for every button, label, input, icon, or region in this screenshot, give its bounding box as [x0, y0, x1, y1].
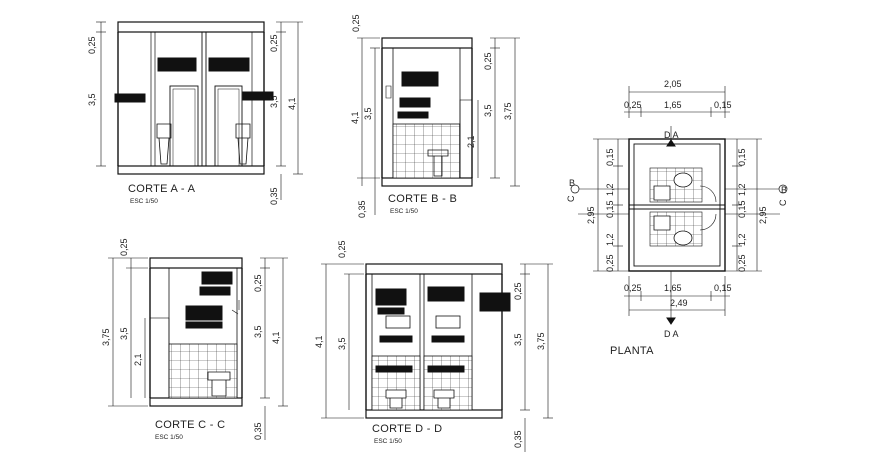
plan-mark-a-top: D A — [664, 130, 679, 140]
section-c-title: CORTE C - C — [155, 419, 225, 431]
plan-dim-top-1: 0,25 — [624, 100, 642, 110]
plan-dim-right-5: 0,25 — [737, 254, 747, 272]
section-b-top-slab — [381, 37, 473, 49]
section-b-dim-left-3: 0,35 — [357, 200, 367, 218]
section-d-dim-left-2: 4,1 — [314, 335, 324, 348]
section-b-dim-right-4: 2,1 — [466, 135, 476, 148]
plan-mark-a-bottom: D A — [664, 329, 679, 339]
plan-dim-left-1: 0,15 — [605, 148, 615, 166]
section-a-floor-slab — [117, 165, 265, 175]
section-c-dim-right-2: 3,5 — [253, 325, 263, 338]
section-c-label-block-2 — [199, 286, 231, 296]
section-b-dim-right-2: 3,5 — [483, 104, 493, 117]
section-c-top-slab — [149, 257, 243, 269]
plan-mark-c-right: C — [778, 199, 788, 206]
plan-dim-left-4: 1,2 — [605, 233, 615, 246]
plan-dim-bottom-3: 0,15 — [714, 283, 732, 293]
plan-dim-right-3: 0,15 — [737, 200, 747, 218]
plan-dim-left-3: 0,15 — [605, 200, 615, 218]
section-b-dim-top: 0,25 — [351, 14, 361, 32]
plan-dim-top-2: 1,65 — [664, 100, 682, 110]
section-d-label-block-3 — [427, 286, 465, 302]
section-c-dim-left-3: 3,5 — [119, 327, 129, 340]
section-d-dim-left-1: 0,25 — [337, 240, 347, 258]
section-a-dim-right-4: 0,35 — [269, 187, 279, 205]
section-b-floor-slab — [381, 177, 473, 187]
section-b-dim-left-1: 4,1 — [350, 111, 360, 124]
section-c-label-block-4 — [185, 321, 223, 329]
plan-dim-right-4: 1,2 — [737, 233, 747, 246]
section-a-dim-right-1: 0,25 — [269, 34, 279, 52]
section-a-top-slab — [117, 21, 265, 33]
plan-dim-left-2: 1,2 — [605, 183, 615, 196]
section-b-wall-tiles — [392, 123, 461, 179]
section-c-wall-tiles — [168, 343, 238, 399]
section-a-dim-left-1: 0,25 — [87, 36, 97, 54]
section-a-scale: ESC 1/50 — [130, 198, 158, 205]
section-d-d — [321, 263, 553, 452]
section-d-dim-right-4: 0,35 — [513, 430, 523, 448]
section-b-scale: ESC 1/50 — [390, 208, 418, 215]
plan-dim-left-total: 2,95 — [586, 206, 596, 224]
section-d-dim-left-3: 3,5 — [337, 337, 347, 350]
plan-dim-right-2: 1,2 — [737, 183, 747, 196]
plan-dim-bottom-total: 2,49 — [670, 298, 688, 308]
section-a-dim-right-2: 3,5 — [269, 95, 279, 108]
section-a-label-block-1 — [157, 57, 197, 72]
plan-dim-bottom-2: 1,65 — [664, 283, 682, 293]
section-c-scale: ESC 1/50 — [155, 434, 183, 441]
section-c-floor-slab — [149, 397, 243, 407]
section-d-floor-slab — [365, 409, 503, 419]
section-c-label-block-3 — [185, 305, 223, 321]
plan-mark-b-left: B — [569, 178, 575, 188]
section-d-label-block-1 — [375, 288, 407, 306]
section-c-dim-right-4: 0,35 — [253, 422, 263, 440]
section-a-dim-left-2: 3,5 — [87, 93, 97, 106]
plan-mark-b-right: B — [781, 185, 787, 195]
section-c-dim-right-3: 4,1 — [271, 331, 281, 344]
section-c-c — [108, 257, 288, 440]
section-c-label-block-1 — [201, 271, 233, 285]
section-d-top-slab — [365, 263, 503, 275]
section-c-dim-left-2: 3,75 — [101, 328, 111, 346]
plan-dim-right-1: 0,15 — [737, 148, 747, 166]
section-d-title: CORTE D - D — [372, 423, 442, 435]
plan-dim-bottom-1: 0,25 — [624, 283, 642, 293]
section-b-label-block-2 — [399, 97, 431, 108]
section-d-label-block-4 — [479, 292, 511, 312]
section-c-dim-left-4: 2,1 — [133, 353, 143, 366]
plan-dim-top-total: 2,05 — [664, 79, 682, 89]
section-a-label-block-2 — [208, 57, 250, 72]
plan-mark-c-left: C — [566, 195, 576, 202]
section-a-title: CORTE A - A — [128, 183, 196, 195]
plan-title: PLANTA — [610, 345, 654, 357]
floor-plan — [570, 86, 788, 325]
section-b-b — [357, 37, 520, 215]
plan-dim-top-3: 0,15 — [714, 100, 732, 110]
section-d-dim-right-3: 3,75 — [536, 332, 546, 350]
section-b-dim-right-1: 0,25 — [483, 52, 493, 70]
section-a-label-block-4 — [242, 91, 274, 101]
section-c-dim-left-1: 0,25 — [119, 238, 129, 256]
section-d-label-block-2 — [377, 307, 405, 315]
section-a-dim-right-3: 4,1 — [287, 97, 297, 110]
section-c-dim-right-1: 0,25 — [253, 274, 263, 292]
section-b-title: CORTE B - B — [388, 193, 457, 205]
section-a-label-block-3 — [114, 93, 146, 103]
plan-dim-left-5: 0,25 — [605, 254, 615, 272]
section-b-dim-left-2: 3,5 — [363, 107, 373, 120]
section-b-label-block-3 — [397, 111, 429, 119]
section-d-dim-right-1: 0,25 — [513, 282, 523, 300]
section-b-label-block-1 — [401, 71, 439, 87]
section-d-scale: ESC 1/50 — [374, 438, 402, 445]
section-a-a — [96, 21, 303, 200]
plan-dim-right-total: 2,95 — [758, 206, 768, 224]
section-b-dim-right-3: 3,75 — [503, 102, 513, 120]
section-d-dim-right-2: 3,5 — [513, 333, 523, 346]
